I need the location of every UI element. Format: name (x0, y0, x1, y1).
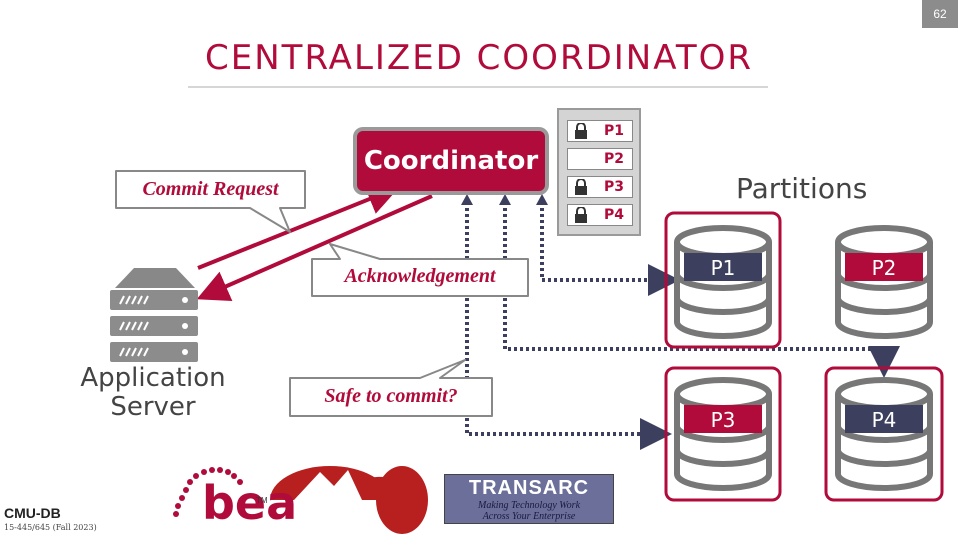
omg-logo (270, 466, 428, 534)
database-icon-p3 (674, 377, 772, 491)
lock-icon (575, 207, 587, 223)
partition-frame-p4 (824, 366, 944, 502)
link-p3 (465, 202, 672, 450)
transarc-logo: TRANSARC Making Technology Work Across Y… (444, 474, 614, 524)
lock-row-label: P1 (603, 123, 624, 139)
app-label-line1: Application (80, 363, 226, 393)
lock-icon (575, 179, 587, 195)
partition-label-p3: P3 (710, 408, 736, 432)
server-icon (110, 268, 198, 362)
commit-request-label: Commit Request (142, 178, 279, 200)
acknowledgement-label: Acknowledgement (344, 265, 496, 287)
coordinator-box: Coordinator (353, 127, 549, 195)
transarc-tagline-2: Across Your Enterprise (482, 511, 576, 522)
partition-label-p1: P1 (710, 256, 736, 280)
title-divider (188, 86, 768, 88)
database-icon-p2 (835, 225, 933, 339)
partition-label-p4: P4 (871, 408, 897, 432)
ack-arrow (196, 194, 433, 302)
partition-frame-p1 (664, 211, 782, 349)
safe-to-commit-bubble (289, 359, 493, 417)
bea-logo-mark (173, 467, 243, 517)
lock-row-p3: P3 (567, 176, 633, 198)
cmu-db-logo: CMU-DB (4, 505, 61, 521)
database-icon-p4 (835, 377, 933, 491)
partition-frame-p3 (664, 366, 782, 502)
transarc-tagline-1: Making Technology Work (477, 500, 581, 511)
bea-trademark: TM (256, 496, 268, 505)
lock-row-p2: P2 (567, 148, 633, 170)
safe-to-commit-label: Safe to commit? (324, 385, 458, 407)
bea-logo-text: bea (202, 476, 298, 530)
lock-row-label: P3 (603, 179, 624, 195)
lock-row-label: P2 (603, 151, 624, 167)
lock-row-p1: P1 (567, 120, 633, 142)
app-label-line2: Server (110, 392, 196, 422)
link-p1 (540, 202, 680, 296)
course-label: 15-445/645 (Fall 2023) (4, 523, 97, 532)
lock-row-p4: P4 (567, 204, 633, 226)
slide-number: 62 (922, 0, 958, 28)
arrowhead-up-2 (499, 194, 511, 205)
lock-table: P1 P2 P3 P4 (557, 108, 641, 236)
application-server-label: Application Server (70, 364, 236, 422)
partition-band-p1 (684, 253, 762, 281)
slide-title: CENTRALIZED COORDINATOR (205, 38, 753, 78)
lock-icon (575, 123, 587, 139)
transarc-name: TRANSARC (468, 477, 590, 499)
partition-band-p2 (845, 253, 923, 281)
partition-band-p4 (845, 405, 923, 433)
acknowledgement-bubble (311, 243, 529, 297)
partition-band-p3 (684, 405, 762, 433)
commit-request-bubble (115, 170, 306, 233)
arrowhead-up-1 (461, 194, 473, 205)
commit-arrow (197, 184, 400, 270)
partition-label-p2: P2 (871, 256, 897, 280)
partitions-heading: Partitions (736, 172, 868, 205)
arrowhead-up-3 (536, 194, 548, 205)
lock-row-label: P4 (603, 207, 624, 223)
database-icon-p1 (674, 225, 772, 339)
